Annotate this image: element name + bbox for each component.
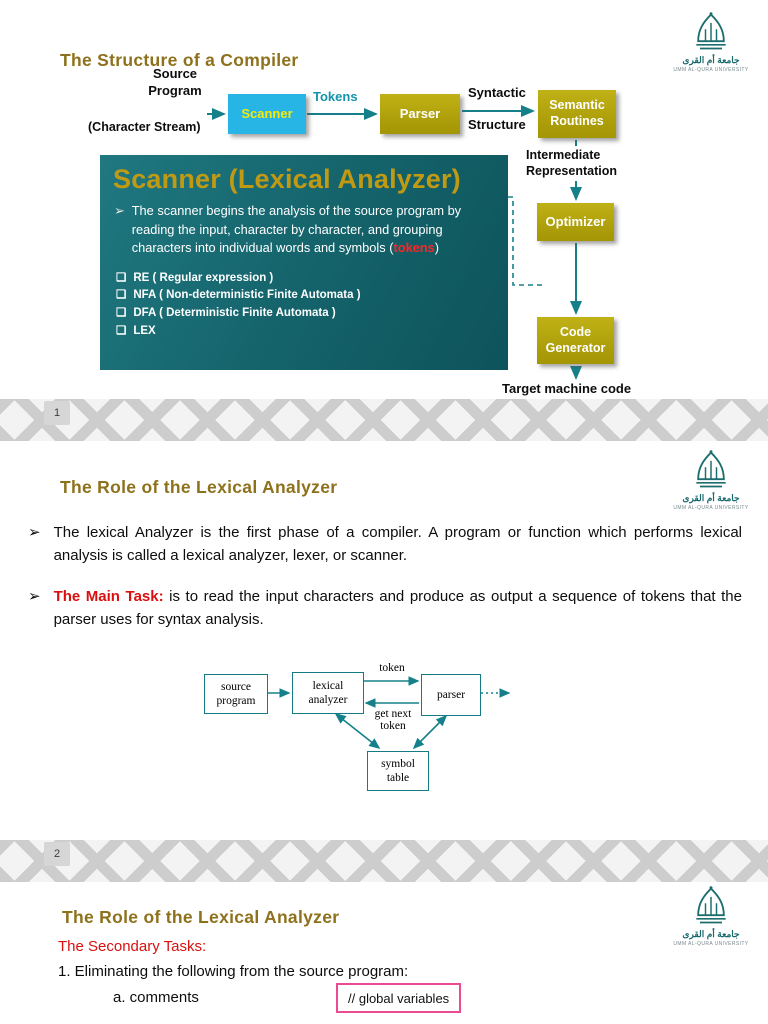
source-program-diagram-box: source program <box>204 674 268 714</box>
slide1-flow-arrows <box>207 105 582 380</box>
bullet-text-pre: The scanner begins the analysis of the s… <box>131 203 462 256</box>
syntactic-label: Syntactic <box>468 85 526 100</box>
scanner-panel-checklist: ❑ RE ( Regular expression ) ❑ NFA ( Non-… <box>116 270 492 341</box>
slide2-diagram-arrows <box>268 676 511 750</box>
secondary-tasks-heading: The Secondary Tasks: <box>58 938 207 955</box>
square-bullet-icon: ❑ <box>116 271 127 284</box>
parser-diagram-box: parser <box>421 674 481 716</box>
character-stream-label: (Character Stream) <box>88 120 201 134</box>
tokens-label: Tokens <box>313 89 358 104</box>
logo-caption: UMM AL-QURA UNIVERSITY <box>673 505 749 511</box>
secondary-task-item-1: 1. Eliminating the following from the so… <box>58 963 409 980</box>
university-crest-icon <box>696 12 726 50</box>
logo-arabic-text: جامعة أم القرى <box>682 929 740 939</box>
checklist-item: ❑ RE ( Regular expression ) <box>116 270 492 288</box>
slide2-title: The Role of the Lexical Analyzer <box>60 477 338 497</box>
scanner-panel-title: Scanner (Lexical Analyzer) <box>113 164 461 194</box>
slide-separator: 2 <box>0 840 768 882</box>
slide-separator: 1 <box>0 399 768 441</box>
checklist-item-label: RE ( Regular expression ) <box>133 271 274 284</box>
tokens-highlight: tokens <box>393 240 435 256</box>
logo-caption: UMM AL-QURA UNIVERSITY <box>673 67 749 73</box>
secondary-task-item-1a: a. comments <box>113 989 199 1006</box>
slide2-paragraph-2: ➢ The Main Task: is to read the input ch… <box>28 586 742 631</box>
main-task-rest: is to read the input characters and prod… <box>53 588 742 628</box>
square-bullet-icon: ❑ <box>116 289 127 302</box>
arrow-bullet-icon: ➢ <box>28 588 41 605</box>
slide2-paragraph-1: ➢ The lexical Analyzer is the first phas… <box>28 522 742 567</box>
university-logo: جامعة أم القرى UMM AL-QURA UNIVERSITY <box>672 448 750 511</box>
parser-box: Parser <box>380 94 460 134</box>
checklist-item: ❑ NFA ( Non-deterministic Finite Automat… <box>116 287 492 305</box>
global-variables-callout: // global variables <box>336 983 462 1013</box>
intermediate-representation-label: Intermediate Representation <box>524 146 619 181</box>
main-task-highlight: The Main Task: <box>53 588 164 605</box>
square-bullet-icon: ❑ <box>116 307 127 320</box>
arrow-bullet-icon: ➢ <box>28 524 41 541</box>
code-generator-box: Code Generator <box>537 317 614 364</box>
slide3-title: The Role of the Lexical Analyzer <box>62 907 340 927</box>
semantic-routines-box: Semantic Routines <box>538 90 616 138</box>
paragraph-text: The Main Task: is to read the input char… <box>54 586 742 631</box>
logo-arabic-text: جامعة أم القرى <box>682 55 740 65</box>
page-number-tab: 1 <box>44 401 70 425</box>
checklist-item: ❑ LEX <box>116 323 492 341</box>
checklist-item: ❑ DFA ( Deterministic Finite Automata ) <box>116 305 492 323</box>
logo-caption: UMM AL-QURA UNIVERSITY <box>673 941 749 947</box>
symbol-table-diagram-box: symbol table <box>367 751 429 791</box>
checklist-item-label: NFA ( Non-deterministic Finite Automata … <box>133 289 361 302</box>
optimizer-box: Optimizer <box>537 203 614 241</box>
lexical-analyzer-diagram-box: lexical analyzer <box>292 672 364 714</box>
university-crest-icon <box>696 450 726 488</box>
target-machine-code-label: Target machine code <box>502 381 632 396</box>
scanner-box: Scanner <box>228 94 306 134</box>
scanner-panel: Scanner (Lexical Analyzer) ➢ The scanner… <box>100 155 508 370</box>
dashed-feedback-line <box>508 196 545 286</box>
checklist-item-label: DFA ( Deterministic Finite Automata ) <box>133 307 336 320</box>
paragraph-text: The lexical Analyzer is the first phase … <box>53 524 742 564</box>
structure-label: Structure <box>468 117 526 132</box>
slide1-title: The Structure of a Compiler <box>60 50 299 70</box>
arrow-bullet-icon: ➢ <box>114 203 125 218</box>
token-label: token <box>379 662 405 674</box>
university-logo: جامعة أم القرى UMM AL-QURA UNIVERSITY <box>672 10 750 73</box>
university-crest-icon <box>696 886 726 924</box>
university-logo: جامعة أم القرى UMM AL-QURA UNIVERSITY <box>672 884 750 947</box>
source-program-label: Source Program <box>148 66 202 98</box>
checklist-item-label: LEX <box>133 325 156 338</box>
logo-arabic-text: جامعة أم القرى <box>682 493 740 503</box>
page-number-tab: 2 <box>44 842 70 866</box>
bullet-text-post: ) <box>434 240 439 256</box>
square-bullet-icon: ❑ <box>116 325 127 338</box>
scanner-panel-bullet-text: The scanner begins the analysis of the s… <box>132 202 494 258</box>
get-next-token-label: get next token <box>374 708 412 732</box>
